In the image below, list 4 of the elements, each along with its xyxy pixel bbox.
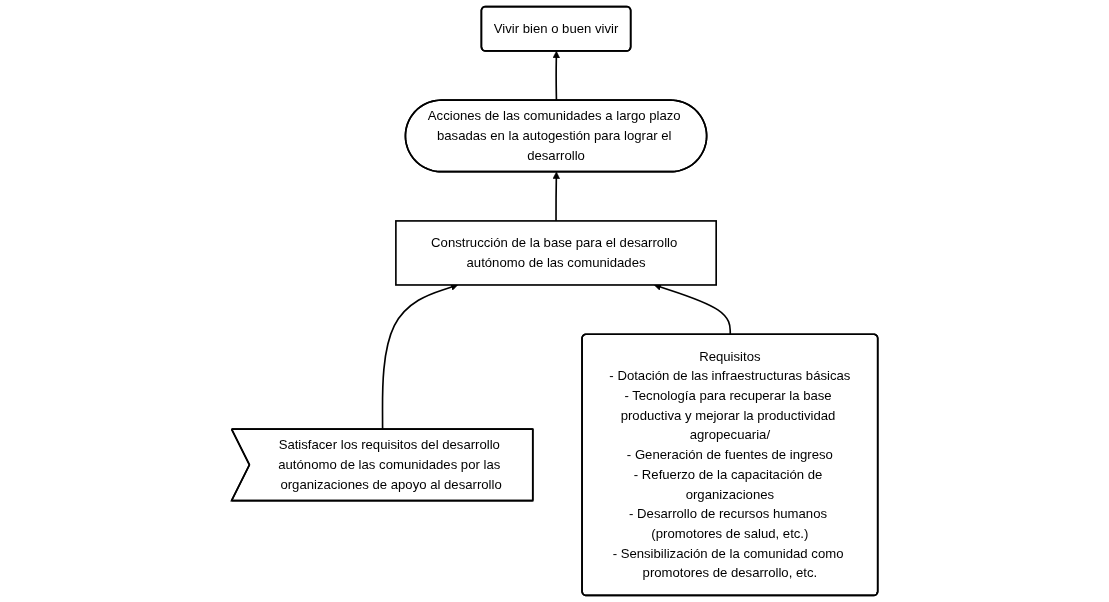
arrow [552,51,560,102]
arrow [653,283,731,336]
node-box: Construcción de la base para el desarrollo autónomo de las comunidades [394,220,717,286]
arrow [552,171,560,222]
